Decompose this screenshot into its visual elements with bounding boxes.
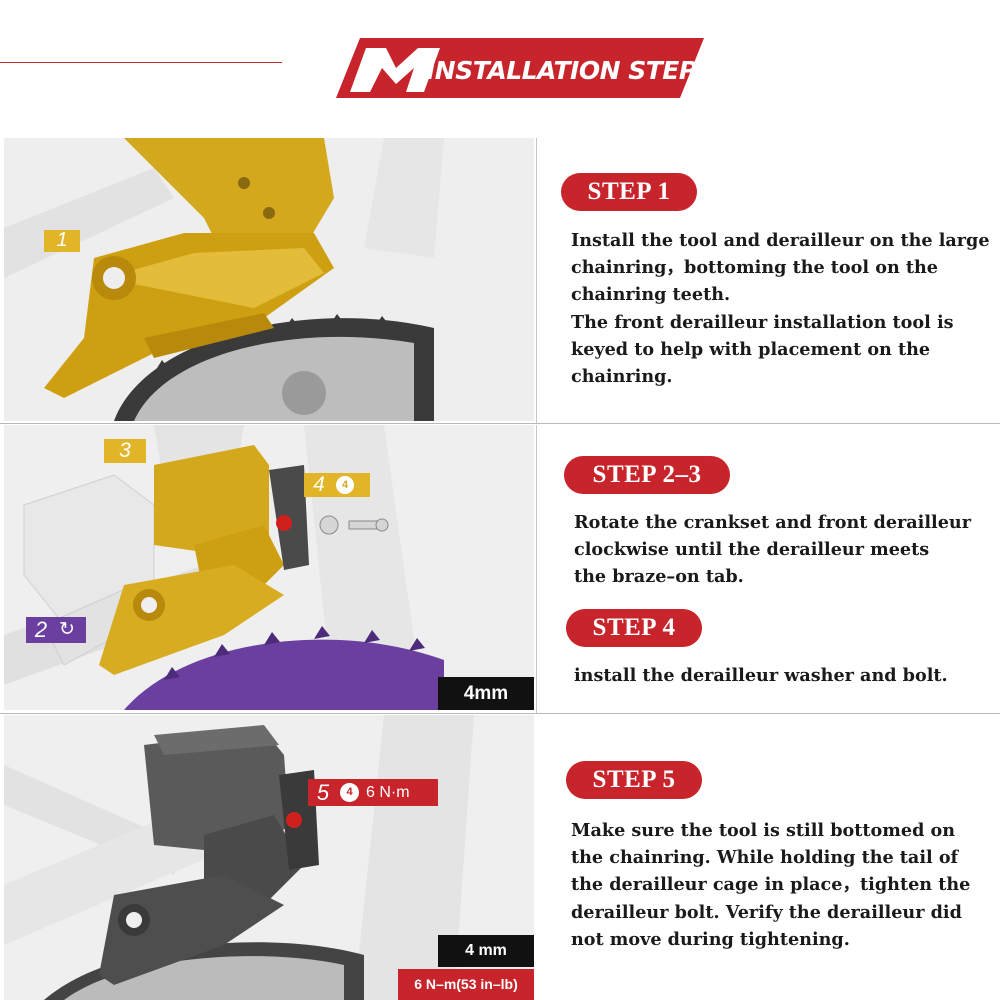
step2-4-illustration: 3 4 4 2 ↻ 4mm (4, 425, 534, 710)
column-divider (536, 425, 537, 713)
header-rule (0, 62, 282, 63)
callout-number: 3 (104, 439, 146, 463)
tool-size-label: 4 mm (438, 935, 534, 967)
hex-key-icon: 4 (340, 783, 359, 802)
step-5-badge: STEP 5 (566, 761, 702, 799)
torque-spec-label: 6 N–m(53 in–lb) (398, 969, 534, 1000)
callout-number: 5 (316, 780, 330, 805)
callout-badge (308, 779, 438, 806)
header-title: INSTALLATION STEP (426, 56, 697, 85)
callout-number: 2 (34, 617, 48, 642)
step-2-3-badge: STEP 2–3 (564, 456, 730, 494)
step-2-3-description: Rotate the crankset and front derailleur… (574, 512, 971, 588)
hex-key-icon: 4 (336, 476, 354, 494)
section-divider (0, 713, 1000, 714)
step1-illustration: 1 (4, 138, 534, 421)
callout-badge (44, 230, 80, 252)
header-banner (336, 38, 704, 98)
tool-size-label: 4mm (438, 677, 534, 710)
column-divider (536, 138, 537, 423)
step-5-description: Make sure the tool is still bottomed on … (571, 820, 971, 950)
step-1-badge: STEP 1 (561, 173, 697, 211)
step5-illustration: 5 4 6 N·m 4 mm 6 N–m(53 in–lb) (4, 715, 534, 1000)
step-4-description: install the derailleur washer and bolt. (574, 665, 948, 686)
step-4-badge: STEP 4 (566, 609, 702, 647)
torque-value: 6 N·m (366, 784, 410, 801)
brand-logo-icon (350, 48, 440, 92)
step-1-description: Install the tool and derailleur on the l… (571, 230, 990, 388)
section-divider (0, 423, 1000, 424)
callout-number: 4 (313, 473, 325, 496)
callout-number: 1 (56, 229, 68, 251)
rotate-clockwise-icon: ↻ (59, 619, 75, 640)
callout-badge (26, 617, 86, 643)
